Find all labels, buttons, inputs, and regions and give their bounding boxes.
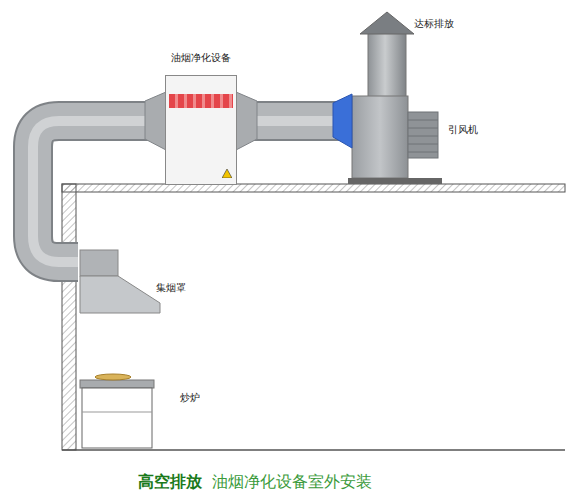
blower-node: 引风机 xyxy=(345,88,495,183)
logo-strip xyxy=(169,94,233,108)
caption: 高空排放 xyxy=(138,472,202,491)
outlet-cone xyxy=(236,92,257,150)
stove-node: 炒炉 xyxy=(80,372,210,448)
hood-body xyxy=(80,276,160,313)
blower-base xyxy=(348,178,442,184)
hood-node: 集烟罩 xyxy=(78,248,188,318)
purifier-box xyxy=(165,75,237,185)
outlet-label: 达标排放 xyxy=(414,18,454,30)
hood-top xyxy=(80,250,118,276)
wok xyxy=(95,374,131,380)
part-label: 油烟净化设备 xyxy=(171,52,231,64)
stack-cap xyxy=(360,12,414,34)
stove-top xyxy=(80,380,154,388)
roof-slab xyxy=(62,184,565,192)
wall xyxy=(62,184,76,450)
part-label: 炒炉 xyxy=(180,392,200,404)
caption-note: 油烟净化设备室外安装 xyxy=(212,472,372,491)
stove-body xyxy=(82,388,152,448)
blower-inlet-ring xyxy=(333,94,352,148)
part-label: 引风机 xyxy=(448,124,478,136)
inlet-cone xyxy=(145,92,166,150)
duct-outline xyxy=(33,121,165,262)
blower-body xyxy=(352,96,408,178)
duct-highlight xyxy=(33,121,165,262)
blower-motor xyxy=(408,112,438,158)
part-label: 集烟罩 xyxy=(156,282,186,294)
warning-sign xyxy=(222,169,232,178)
floor-line xyxy=(62,449,565,451)
motor-fins xyxy=(408,120,438,152)
caption-row: 高空排放油烟净化设备室外安装 xyxy=(138,472,372,491)
duct-fill xyxy=(33,121,165,262)
duct xyxy=(33,121,165,262)
stack xyxy=(368,32,406,98)
stove-line xyxy=(82,412,152,413)
purifier-node: 油烟净化设备 xyxy=(165,50,237,185)
